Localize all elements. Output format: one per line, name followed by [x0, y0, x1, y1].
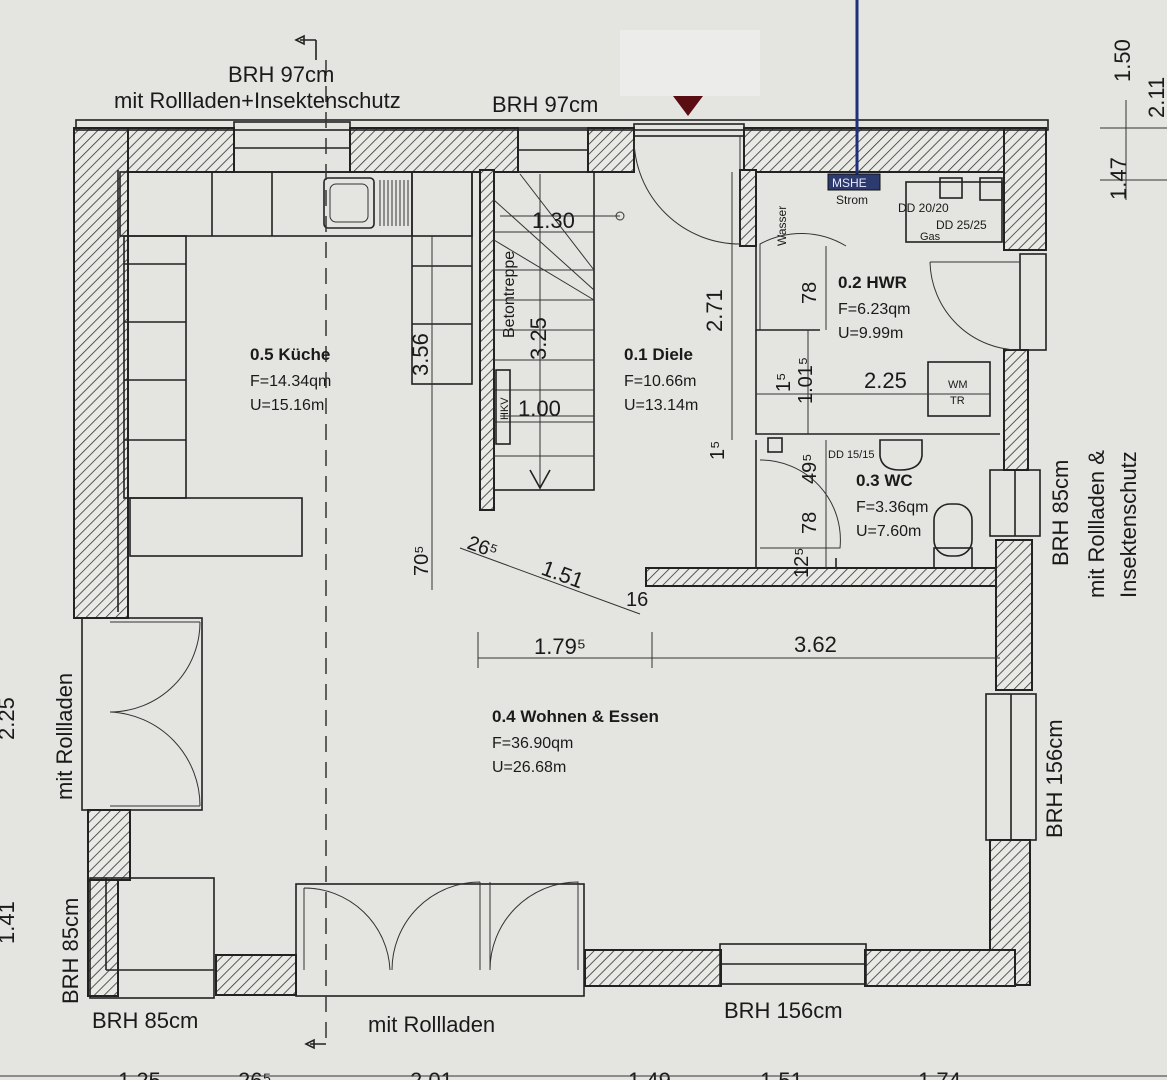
- dim-bottom-1: 1.25: [118, 1068, 161, 1080]
- window-label-bottom-mid: mit Rollladen: [368, 1012, 495, 1037]
- heater-label: HKV: [499, 397, 511, 420]
- dim-bottom-4: 1.49: [628, 1068, 671, 1080]
- dim-hwr-width: 2.25: [864, 368, 907, 393]
- dim-bottom-6: 1.74: [918, 1068, 961, 1080]
- window-label-bottom-left: BRH 85cm: [92, 1008, 198, 1033]
- room-diele-area: F=10.66m: [624, 373, 696, 390]
- dim-diele-height: 2.71: [702, 289, 727, 332]
- room-wc-perimeter: U=7.60m: [856, 523, 921, 540]
- washer-label: WM: [948, 379, 968, 391]
- dim-hwr-small2: 1⁵: [707, 441, 729, 460]
- window-label-top-left-2: mit Rollladen+Insektenschutz: [114, 88, 401, 113]
- room-hwr: 0.2 HWR F=6.23qm U=9.99m: [838, 273, 910, 342]
- room-kueche-name: 0.5 Küche: [250, 345, 330, 364]
- dim-right-edge-2: 1.47: [1106, 157, 1131, 200]
- room-wohnen: 0.4 Wohnen & Essen F=36.90qm U=26.68m: [492, 707, 659, 776]
- dim-stair-height: 3.25: [526, 317, 551, 360]
- dryer-label: TR: [950, 395, 965, 407]
- windows: [89, 121, 1041, 999]
- dim-living-left: 1.79⁵: [534, 634, 586, 659]
- dim-right-edge-1: 1.50: [1110, 39, 1135, 82]
- dim-wc-door: 78: [799, 512, 821, 534]
- section-marker-bottom: [304, 1038, 326, 1050]
- room-wc-area: F=3.36qm: [856, 499, 928, 516]
- stair-label: Betontreppe: [501, 251, 518, 338]
- window-label-right-lower: BRH 156cm: [1042, 719, 1067, 838]
- room-diele-perimeter: U=13.14m: [624, 397, 698, 414]
- window-label-right-upper-3: Insektenschutz: [1116, 451, 1141, 598]
- dim-diag-end: 16: [626, 589, 648, 611]
- dim-hwr-small: 1⁵: [773, 373, 795, 392]
- duct-2020-icon: [939, 177, 963, 199]
- gas-label: Gas: [920, 231, 941, 243]
- window-label-top-left-1: BRH 97cm: [228, 62, 334, 87]
- dim-bottom-2: 26⁵: [238, 1068, 272, 1080]
- dim-stair-foot: 70⁵: [411, 545, 433, 576]
- window-label-right-upper-2: mit Rollladen &: [1084, 450, 1109, 598]
- duct-2525-icon: [979, 177, 1003, 201]
- dim-hwr-door: 78: [799, 282, 821, 304]
- room-kueche-perimeter: U=15.16m: [250, 397, 324, 414]
- dd-2020-label: DD 20/20: [898, 201, 949, 215]
- interior-partitions: [755, 246, 1000, 568]
- outer-walls: [73, 127, 1047, 997]
- room-kueche-area: F=14.34qm: [250, 373, 331, 390]
- dim-kitchen-counter: 3.56: [408, 333, 433, 376]
- section-marker-top: [294, 34, 317, 60]
- room-wohnen-area: F=36.90qm: [492, 735, 573, 752]
- room-hwr-area: F=6.23qm: [838, 301, 910, 318]
- washbasin-icon: [879, 439, 923, 471]
- window-label-bottom-right: BRH 156cm: [724, 998, 843, 1023]
- redacted-patch: [620, 30, 760, 96]
- dim-wc-top: 49⁵: [799, 453, 821, 484]
- window-label-top-mid: BRH 97cm: [492, 92, 598, 117]
- window-label-left-lower: BRH 85cm: [58, 898, 83, 1004]
- dim-bottom-5: 1.51: [760, 1068, 803, 1080]
- power-label: Strom: [836, 193, 868, 207]
- toilet-icon: [933, 503, 973, 557]
- dd-1515-label: DD 15/15: [828, 449, 874, 461]
- meter-label: MSHE: [832, 176, 867, 190]
- duct-1515-icon: [767, 437, 783, 453]
- window-label-right-upper-1: BRH 85cm: [1048, 460, 1073, 566]
- meter-box: [827, 173, 881, 191]
- dim-left-edge-2: 1.41: [0, 901, 19, 944]
- dd-2525-label: DD 25/25: [936, 218, 987, 232]
- room-kueche: 0.5 Küche F=14.34qm U=15.16m: [250, 345, 331, 414]
- stair-arrow-icon: [529, 469, 551, 490]
- bathroom-fixtures: [767, 177, 1003, 569]
- dim-hwr-wall: 1.01⁵: [795, 357, 817, 404]
- dimension-lines: [431, 100, 1167, 668]
- entrance-arrow-icon: [673, 96, 703, 116]
- dim-living-right: 3.62: [794, 632, 837, 657]
- room-diele: 0.1 Diele F=10.66m U=13.14m: [624, 345, 698, 414]
- room-wc-name: 0.3 WC: [856, 471, 913, 490]
- dim-right-edge-3: 2.11: [1144, 77, 1167, 118]
- room-diele-name: 0.1 Diele: [624, 345, 693, 364]
- room-wohnen-perimeter: U=26.68m: [492, 759, 566, 776]
- window-label-left-door: mit Rollladen: [52, 673, 77, 800]
- room-wc: 0.3 WC F=3.36qm U=7.60m: [856, 471, 928, 540]
- dim-left-edge-1: 2.25: [0, 697, 19, 740]
- dim-wc-bottom: 12⁵: [791, 547, 813, 578]
- dim-bottom-3: 2.01: [410, 1068, 453, 1080]
- water-label: Wasser: [775, 206, 789, 246]
- doors: [81, 123, 1047, 997]
- dim-stair-bottom: 1.00: [518, 396, 561, 421]
- room-wohnen-name: 0.4 Wohnen & Essen: [492, 707, 659, 726]
- room-hwr-perimeter: U=9.99m: [838, 325, 903, 342]
- drainboard-icon: [379, 180, 409, 226]
- room-hwr-name: 0.2 HWR: [838, 273, 907, 292]
- sink-icon: [323, 177, 375, 229]
- kitchen-counters: [119, 171, 473, 557]
- dim-stair-width: 1.30: [532, 208, 575, 233]
